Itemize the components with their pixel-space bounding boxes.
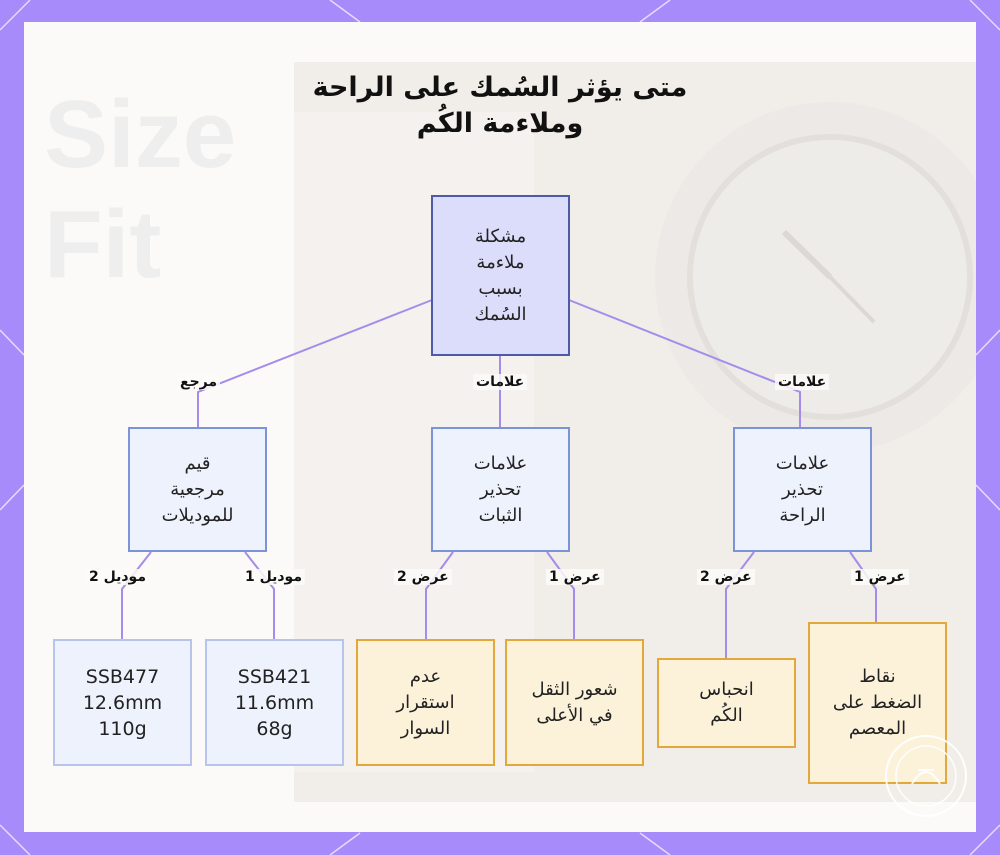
watermark-text-fit: Fit	[44, 191, 161, 298]
title-line-1: متى يؤثر السُمك على الراحة	[312, 72, 688, 103]
diagram-title: متى يؤثر السُمك على الراحة وملاءمة الكُم	[204, 70, 796, 142]
node-top-heavy-feeling: شعور الثقل في الأعلى	[505, 639, 644, 766]
stamp-logo-icon	[885, 735, 967, 817]
node-strap-instability: عدم استقرار السوار	[356, 639, 495, 766]
node-top-heavy-feeling-label: شعور الثقل في الأعلى	[531, 678, 618, 726]
diagram-canvas: Size Fit متى يؤثر السُمك على الراحة وملا…	[24, 22, 976, 832]
edge-label-comfort-symptom-1: عرض 1	[851, 569, 909, 585]
node-strap-instability-label: عدم استقرار السوار	[396, 665, 455, 739]
watermark-text-size: Size	[44, 81, 236, 188]
edge-label-model-2: موديل 2	[86, 569, 150, 585]
node-model-ssb477: SSB477 12.6mm 110g	[53, 639, 192, 766]
node-model-reference-values: قيم مرجعية للموديلات	[128, 427, 267, 552]
node-comfort-warning-signs-label: علامات تحذير الراحة	[775, 452, 830, 526]
node-stability-warning-signs: علامات تحذير الثبات	[431, 427, 570, 552]
node-thickness-fit-problem: مشكلة ملاءمة بسبب السُمك	[431, 195, 570, 356]
edge-label-comfort-symptom-2: عرض 2	[697, 569, 755, 585]
node-stability-warning-signs-label: علامات تحذير الثبات	[473, 452, 528, 526]
node-model-reference-values-label: قيم مرجعية للموديلات	[161, 452, 234, 526]
edge-label-stability-symptom-1: عرض 1	[546, 569, 604, 585]
edge-label-stability-symptom-2: عرض 2	[394, 569, 452, 585]
node-thickness-fit-problem-label: مشكلة ملاءمة بسبب السُمك	[474, 225, 527, 325]
title-line-2: وملاءمة الكُم	[416, 108, 584, 139]
node-wrist-pressure-points: نقاط الضغط على المعصم	[808, 622, 947, 784]
node-model-ssb421: SSB421 11.6mm 68g	[205, 639, 344, 766]
node-model-ssb477-label: SSB477 12.6mm 110g	[82, 665, 163, 740]
edge-label-stability: علامات	[473, 374, 528, 390]
node-model-ssb421-label: SSB421 11.6mm 68g	[234, 665, 315, 740]
edge-label-model-1: موديل 1	[242, 569, 306, 585]
node-cuff-catching: انحباس الكُم	[657, 658, 796, 748]
edge-label-reference: مرجع	[177, 374, 221, 390]
connector-lines	[121, 299, 877, 658]
edge-label-comfort: علامات	[775, 374, 830, 390]
node-wrist-pressure-points-label: نقاط الضغط على المعصم	[832, 666, 923, 739]
node-comfort-warning-signs: علامات تحذير الراحة	[733, 427, 872, 552]
node-cuff-catching-label: انحباس الكُم	[699, 679, 754, 726]
